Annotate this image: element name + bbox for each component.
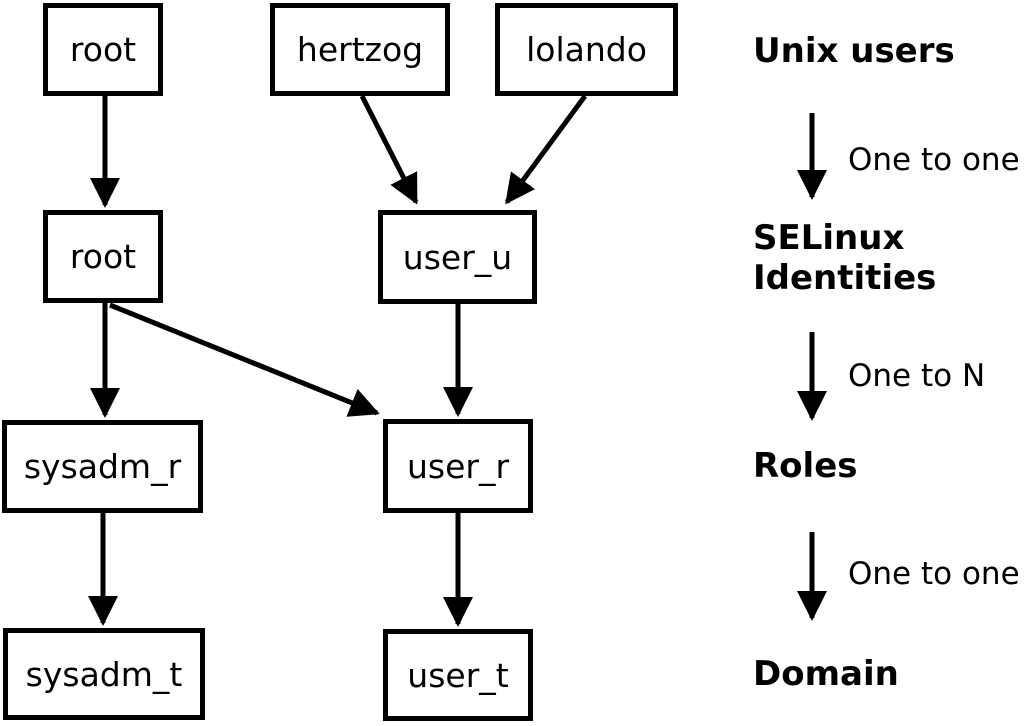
node-user-t: user_t xyxy=(383,629,533,721)
node-lolando: lolando xyxy=(495,3,678,96)
legend-roles: Roles xyxy=(753,446,858,486)
arrow-hertzog-to-user-u xyxy=(359,94,419,205)
legend-one-to-one-2: One to one xyxy=(848,556,1020,592)
arrow-selinux-root-to-user-r xyxy=(109,302,380,417)
legend-one-to-one-1: One to one xyxy=(848,142,1020,178)
node-user-r: user_r xyxy=(383,419,533,513)
legend-selinux-identities-line2: Identities xyxy=(753,258,937,298)
node-user-u: user_u xyxy=(378,210,537,304)
node-sysadm-r: sysadm_r xyxy=(2,420,203,513)
legend-one-to-n: One to N xyxy=(848,358,986,394)
node-hertzog: hertzog xyxy=(270,3,450,96)
node-root-selinux: root xyxy=(43,210,163,303)
node-sysadm-t: sysadm_t xyxy=(3,628,205,720)
legend-selinux-identities: SELinux Identities xyxy=(753,218,936,298)
arrow-lolando-to-user-u xyxy=(504,94,588,205)
legend-unix-users: Unix users xyxy=(753,31,955,71)
node-root-unix: root xyxy=(43,3,163,96)
legend-domain: Domain xyxy=(753,654,899,694)
legend-selinux-identities-line1: SELinux xyxy=(753,218,905,258)
